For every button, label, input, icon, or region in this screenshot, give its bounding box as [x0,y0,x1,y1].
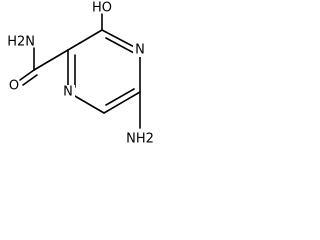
amino-label: NH2 [126,132,154,147]
bond-c2-c3 [67,29,103,51]
ring-n-top-label: N [135,43,145,58]
amide-nh2-label: H2N [7,35,35,50]
bond-amide-o-double [22,74,38,86]
pyrazine-structure-diagram: N N HO H2N O NH2 [7,1,154,147]
hydroxyl-label: HO [92,1,112,16]
bond-amide-o [19,69,35,81]
ring-n-bottom-label: N [63,85,73,100]
double-bond-c5-c6 [105,88,135,106]
carbonyl-o-label: O [9,79,19,94]
bond-c5-c6 [103,91,141,114]
bond-c2-amide [33,49,69,71]
double-bond-c3-n4 [105,37,135,54]
